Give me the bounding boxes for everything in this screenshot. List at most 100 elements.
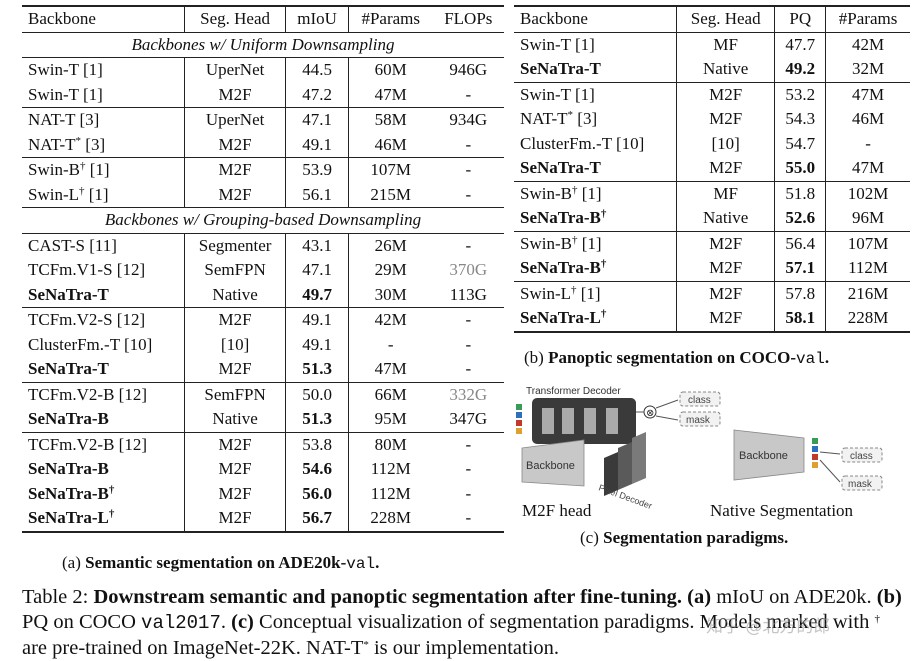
cell-backbone: Swin-T [1] xyxy=(514,32,677,57)
cell-seg-head: M2F xyxy=(184,506,287,532)
dagger-symbol: † xyxy=(874,613,880,625)
cell-seg-head: M2F xyxy=(676,281,776,306)
caption-c-bold: Segmentation paradigms. xyxy=(603,528,789,547)
cell-backbone: SeNaTra-T xyxy=(22,357,185,382)
cell-flops: - xyxy=(465,134,472,154)
panoptic-segmentation-table: Backbone Seg. Head PQ #Params Swin-T [1]… xyxy=(514,5,910,333)
cell-seg-head: SemFPN xyxy=(184,382,287,407)
cell-flops: 347G xyxy=(449,409,488,429)
cell-seg-head: MF xyxy=(676,32,776,57)
cell-backbone: ClusterFm.-T [10] xyxy=(22,332,185,357)
backbone-name: SeNaTra-B xyxy=(520,208,601,228)
caption-c: (c) Segmentation paradigms. xyxy=(580,528,788,548)
cell-params: 46M xyxy=(852,109,885,129)
table-row: ClusterFm.-T [10][10]49.1-- xyxy=(22,332,504,357)
cell-seg-head: Native xyxy=(676,57,776,82)
cell-flops: 934G xyxy=(449,110,488,130)
cell-seg-head: M2F xyxy=(184,481,287,506)
cell-params: 47M xyxy=(852,84,885,104)
cell-flops: 332G xyxy=(449,384,488,404)
caption-b-mono: val xyxy=(796,350,825,368)
token-green xyxy=(812,438,818,444)
footnote-marker: † xyxy=(79,160,86,173)
backbone-name: SeNaTra-B xyxy=(520,258,601,278)
table-caption-b-end: . xyxy=(220,611,232,633)
cell-params: 42M xyxy=(374,310,407,330)
cell-params: 95M xyxy=(374,409,407,429)
backbone-name: SeNaTra-T xyxy=(520,158,601,178)
arrow-line xyxy=(819,459,841,483)
backbone-ref: [1] xyxy=(576,283,601,303)
backbone-name: SeNaTra-B xyxy=(28,409,109,429)
cell-params: 26M xyxy=(374,235,407,255)
cell-backbone: Swin-L† [1] xyxy=(514,281,677,306)
table-caption-end-text: are pre-trained on ImageNet-22K. NAT-T xyxy=(22,637,364,659)
footnote-marker: * xyxy=(567,109,574,122)
arrow-line xyxy=(819,451,841,455)
col-header-flops: FLOPs xyxy=(444,9,493,29)
cell-params: 60M xyxy=(374,60,407,80)
cell-seg-head: M2F xyxy=(676,256,776,281)
cell-pq: 58.1 xyxy=(774,306,827,332)
footnote-marker: † xyxy=(108,508,115,521)
cell-params: 47M xyxy=(374,84,407,104)
cell-miou: 53.8 xyxy=(285,432,349,457)
cell-miou: 54.6 xyxy=(285,457,349,482)
cell-seg-head: M2F xyxy=(676,306,776,332)
backbone-name: SeNaTra-B xyxy=(28,483,109,503)
cell-seg-head: SemFPN xyxy=(184,258,287,283)
cell-backbone: Swin-L† [1] xyxy=(22,182,185,208)
cell-miou: 56.7 xyxy=(285,506,349,532)
cell-backbone: NAT-T [3] xyxy=(22,107,185,133)
segmentation-paradigms-diagram: Transformer Decoder Backbone Pixel Decod… xyxy=(516,386,883,520)
backbone-name: Swin-T [1] xyxy=(520,84,595,104)
backbone-name: SeNaTra-T xyxy=(28,359,109,379)
cell-backbone: NAT-T* [3] xyxy=(514,107,677,132)
cell-params: 30M xyxy=(374,284,407,304)
cell-params: 47M xyxy=(374,359,407,379)
backbone-name: Swin-T [1] xyxy=(28,84,103,104)
cell-params: 107M xyxy=(370,160,412,180)
cell-seg-head: [10] xyxy=(184,332,287,357)
backbone-name: NAT-T xyxy=(28,134,76,154)
cell-params: 228M xyxy=(847,308,889,328)
backbone-name: TCFm.V2-S [12] xyxy=(28,310,146,330)
footnote-marker: † xyxy=(571,233,578,246)
cell-pq: 57.8 xyxy=(774,281,827,306)
cell-backbone: Swin-T [1] xyxy=(22,57,185,83)
token-red xyxy=(812,454,818,460)
backbone-name: TCFm.V1-S [12] xyxy=(28,260,146,280)
caption-b-bold: Panoptic segmentation on COCO- xyxy=(548,348,796,367)
cell-backbone: SeNaTra-L† xyxy=(22,506,185,532)
cell-miou: 56.1 xyxy=(285,182,349,208)
cell-backbone: TCFm.V2-S [12] xyxy=(22,307,185,333)
cell-miou: 51.3 xyxy=(285,357,349,382)
cell-seg-head: Native xyxy=(676,206,776,231)
semantic-segmentation-table: Backbone Seg. Head mIoU #Params FLOPs Ba… xyxy=(22,5,504,533)
table-caption-a-label: (a) xyxy=(687,586,712,608)
cell-params: 112M xyxy=(370,459,411,479)
cell-flops: - xyxy=(465,84,472,104)
pixel-decoder-plane xyxy=(618,442,632,490)
cell-flops: - xyxy=(465,184,472,204)
caption-b: (b) Panoptic segmentation on COCO-val. xyxy=(524,348,829,368)
cell-seg-head: [10] xyxy=(676,131,776,156)
cell-params: 29M xyxy=(374,260,407,280)
cell-seg-head: M2F xyxy=(184,457,287,482)
col-header-miou: mIoU xyxy=(285,6,349,32)
caption-b-prefix: (b) xyxy=(524,348,549,367)
native-class-box xyxy=(841,447,883,463)
cell-backbone: Swin-B† [1] xyxy=(514,181,677,206)
cell-seg-head: M2F xyxy=(184,432,287,457)
cell-miou: 49.1 xyxy=(285,332,349,357)
cell-miou: 49.1 xyxy=(285,132,349,158)
